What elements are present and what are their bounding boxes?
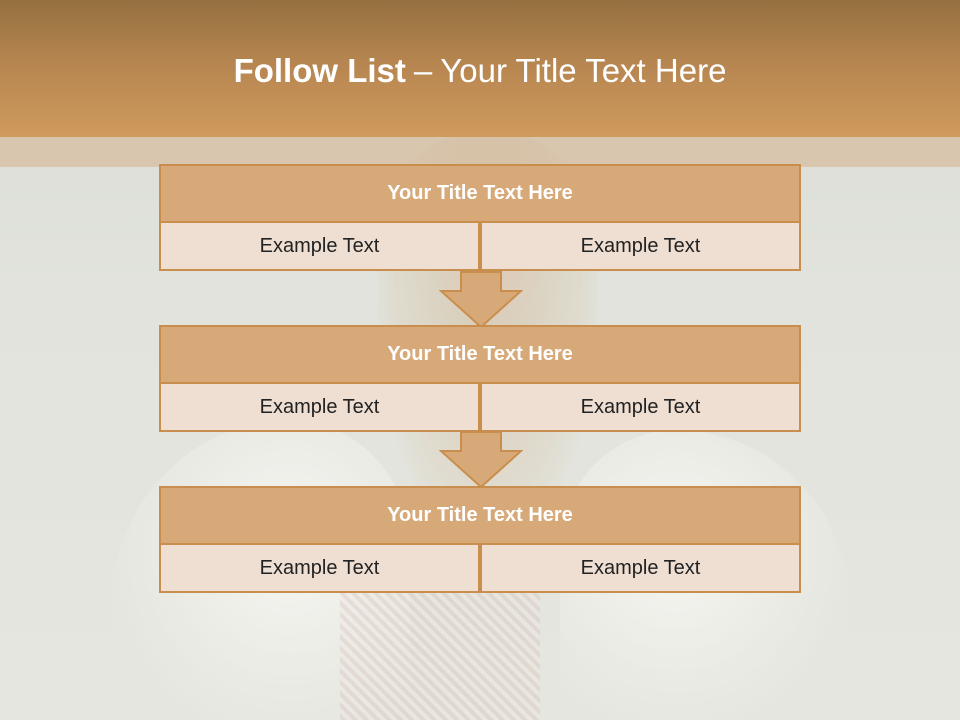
title-rest: Your Title Text Here xyxy=(440,52,727,89)
down-arrow-icon xyxy=(439,271,523,329)
block-cell-left: Example Text xyxy=(159,382,480,432)
header-bar xyxy=(0,0,960,137)
down-arrow-icon xyxy=(439,431,523,489)
list-block-3: Your Title Text Here Example Text Exampl… xyxy=(159,486,801,593)
slide-title: Follow List–Your Title Text Here xyxy=(0,52,960,90)
list-block-2: Your Title Text Here Example Text Exampl… xyxy=(159,325,801,432)
block-cell-right: Example Text xyxy=(480,543,801,593)
block-title: Your Title Text Here xyxy=(159,164,801,223)
block-cell-right: Example Text xyxy=(480,382,801,432)
block-cell-left: Example Text xyxy=(159,543,480,593)
list-block-1: Your Title Text Here Example Text Exampl… xyxy=(159,164,801,271)
title-separator: – xyxy=(413,52,433,89)
title-bold: Follow List xyxy=(233,52,406,89)
header-band xyxy=(0,137,960,167)
block-title: Your Title Text Here xyxy=(159,325,801,384)
block-title: Your Title Text Here xyxy=(159,486,801,545)
block-cell-right: Example Text xyxy=(480,221,801,271)
block-cell-left: Example Text xyxy=(159,221,480,271)
